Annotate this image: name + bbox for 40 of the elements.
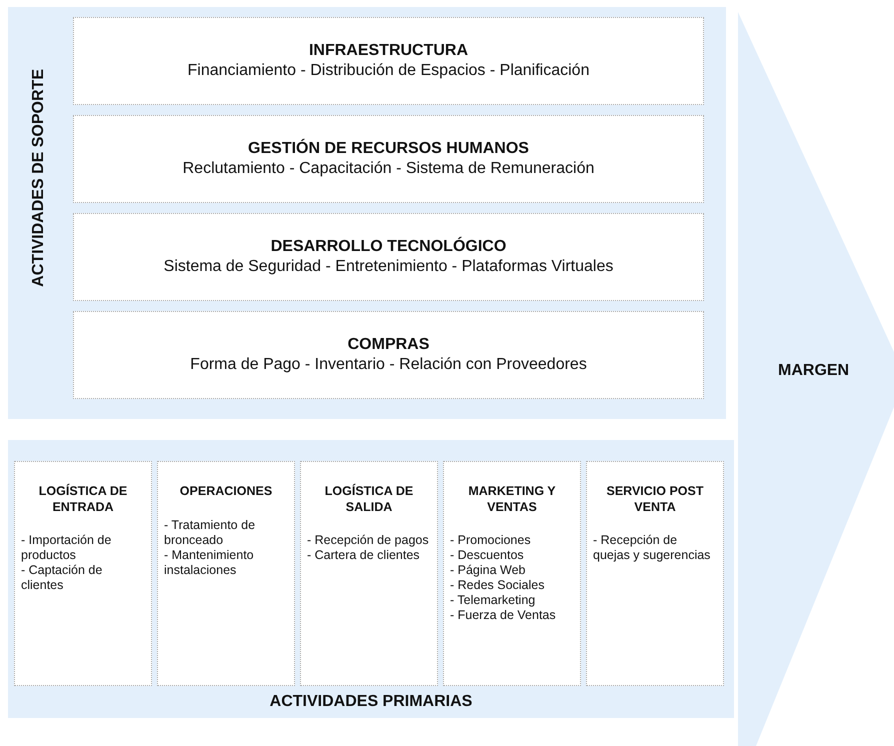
activity-text: - Recepción de quejas y sugerencias <box>593 533 712 564</box>
activity-text: - Promociones <box>450 533 532 548</box>
activity-box <box>586 461 724 686</box>
activity-text: - Redes Sociales <box>450 578 546 594</box>
box-heading: LOGÍSTICA DE ENTRADA <box>38 484 128 516</box>
activity-box <box>73 311 704 399</box>
activity-text: - Telemarketing <box>450 593 536 608</box>
box-heading: DESARROLLO TECNOLÓGICO <box>270 238 506 256</box>
panel-title: ACTIVIDADES PRIMARIAS <box>268 693 474 711</box>
box-heading: LOGÍSTICA DE SALIDA <box>324 484 414 516</box>
panel-title: ACTIVIDADES DE SOPORTE <box>30 69 48 287</box>
activity-text: - Captación de clientes <box>21 563 104 594</box>
activity-box <box>443 461 581 686</box>
activity-box <box>14 461 152 686</box>
activity-box <box>300 461 438 686</box>
activity-text: - Página Web <box>450 563 527 578</box>
activity-text: - Descuentos <box>450 548 525 564</box>
activity-panel <box>8 7 726 419</box>
box-heading: SERVICIO POST VENTA <box>605 484 704 516</box>
activity-text: - Importación de productos <box>21 533 112 564</box>
activity-box <box>157 461 295 686</box>
activity-text: Financiamiento - Distribución de Espacios - Planificación <box>188 62 590 80</box>
box-heading: OPERACIONES <box>178 484 274 500</box>
activity-box <box>73 17 704 105</box>
activity-panel <box>8 440 734 718</box>
box-heading: COMPRAS <box>348 336 430 354</box>
activity-text: - Recepción de pagos <box>307 533 430 548</box>
activity-box <box>73 115 704 203</box>
activity-text: - Fuerza de Ventas <box>450 608 557 624</box>
activity-text: Forma de Pago - Inventario - Relación con Proveedores <box>190 356 587 374</box>
margin-label: MARGEN <box>778 362 850 380</box>
activity-text: Sistema de Seguridad - Entretenimiento - Plataformas Virtuales <box>164 258 614 276</box>
box-heading: MARKETING Y VENTAS <box>467 484 557 516</box>
activity-text: - Tratamiento de bronceado <box>164 518 256 548</box>
box-heading: GESTIÓN DE RECURSOS HUMANOS <box>248 140 529 158</box>
box-heading: INFRAESTRUCTURA <box>308 42 468 60</box>
activity-box <box>73 213 704 301</box>
activity-text: - Cartera de clientes <box>307 548 421 564</box>
activity-text: - Mantenimiento instalaciones <box>164 548 255 578</box>
activity-text: Reclutamiento - Capacitación - Sistema de Remuneración <box>182 160 594 178</box>
